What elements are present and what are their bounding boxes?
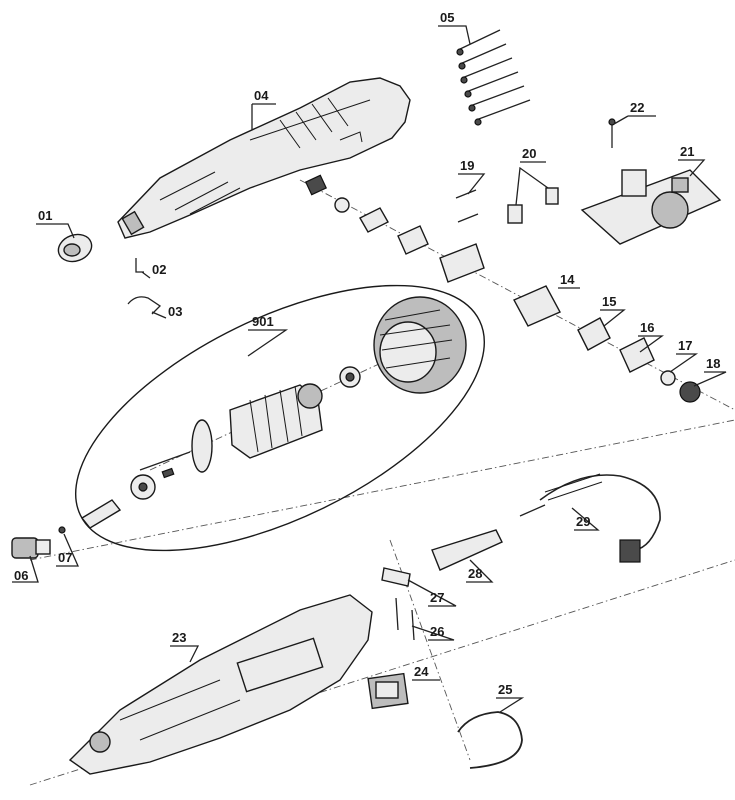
part-label-22: 22 — [630, 100, 644, 115]
part-label-17: 17 — [678, 338, 692, 353]
brush-holder-part — [507, 166, 559, 224]
board-screw-part — [608, 118, 616, 148]
cord-clamp-part — [381, 567, 411, 587]
circuit-board-part — [580, 169, 722, 245]
part-label-18: 18 — [706, 356, 720, 371]
part-label-29: 29 — [576, 514, 590, 529]
clip-part — [127, 296, 162, 315]
cord-sleeve-part — [431, 529, 503, 571]
part-label-02: 02 — [152, 262, 166, 277]
brush-assembly-parts — [304, 174, 485, 283]
leader-lines — [12, 25, 727, 713]
part-label-05: 05 — [440, 10, 454, 25]
part-17-body — [660, 370, 676, 386]
upper-housing-part — [117, 77, 411, 239]
part-16-body — [619, 337, 655, 373]
switch-part — [367, 672, 409, 710]
part-label-901: 901 — [252, 314, 274, 329]
switch-chain-parts — [513, 285, 701, 403]
part-15-body — [577, 317, 611, 351]
part-number-labels: 01 02 03 04 05 06 07 14 15 16 17 18 19 2… — [14, 10, 720, 697]
housing-screws-part — [395, 597, 415, 641]
part-14-body — [513, 285, 561, 327]
part-label-14: 14 — [560, 272, 575, 287]
armature-stator-group — [75, 284, 485, 552]
part-label-21: 21 — [680, 144, 694, 159]
part-label-24: 24 — [414, 664, 429, 679]
power-cord-part — [519, 473, 661, 563]
part-label-25: 25 — [498, 682, 512, 697]
part-label-26: 26 — [430, 624, 444, 639]
part-label-20: 20 — [522, 146, 536, 161]
part-label-06: 06 — [14, 568, 28, 583]
part-label-16: 16 — [640, 320, 654, 335]
screws-part — [456, 29, 531, 126]
lower-housing-part — [68, 594, 373, 775]
front-cap-part — [57, 233, 93, 263]
small-screws-part — [455, 189, 479, 223]
collet-nut-part — [11, 526, 66, 559]
part-label-28: 28 — [468, 566, 482, 581]
part-label-15: 15 — [602, 294, 616, 309]
hanger-hook-part — [457, 711, 523, 769]
part-label-04: 04 — [254, 88, 269, 103]
pin-part — [135, 258, 144, 273]
part-label-07: 07 — [58, 550, 72, 565]
part-label-23: 23 — [172, 630, 186, 645]
part-18-body — [679, 381, 701, 403]
part-label-03: 03 — [168, 304, 182, 319]
part-label-27: 27 — [430, 590, 444, 605]
part-label-19: 19 — [460, 158, 474, 173]
part-label-01: 01 — [38, 208, 52, 223]
